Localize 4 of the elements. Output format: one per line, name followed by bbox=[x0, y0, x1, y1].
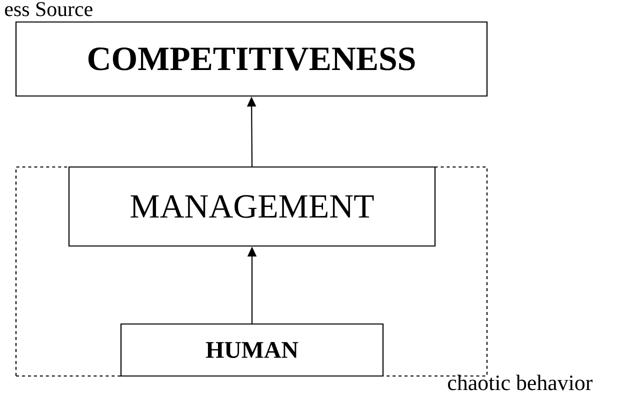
note-text: chaotic behavior bbox=[448, 374, 592, 390]
label-box: HUMAN bbox=[120, 323, 384, 377]
label-box: MANAGEMENT bbox=[68, 166, 436, 247]
label-box: COMPETITIVENESS bbox=[15, 21, 488, 97]
